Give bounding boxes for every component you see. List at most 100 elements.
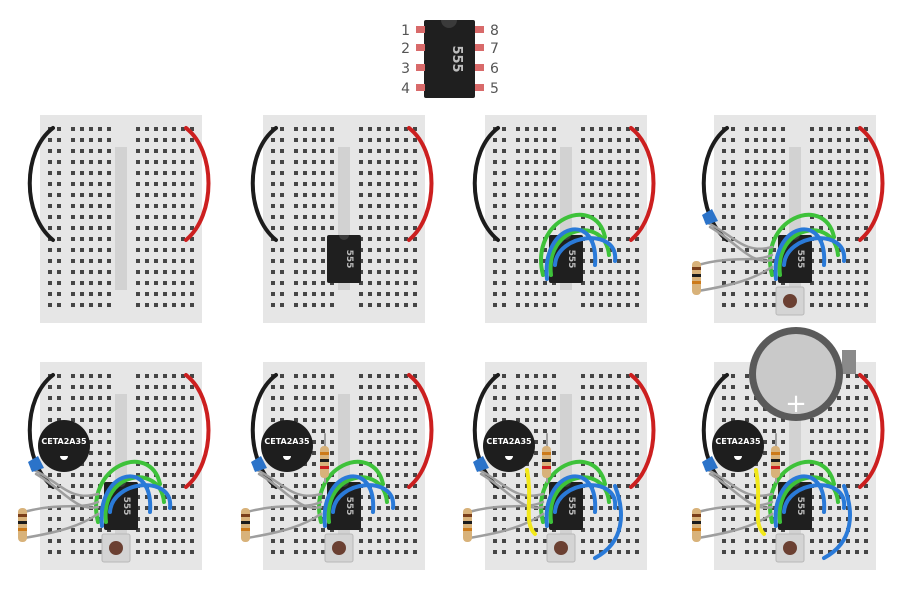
breadboard-hole	[321, 193, 325, 197]
breadboard-hole	[608, 138, 612, 142]
breadboard-hole	[71, 473, 75, 477]
resistor-band	[771, 452, 780, 455]
breadboard-hole	[377, 292, 381, 296]
breadboard-hole	[552, 138, 556, 142]
breadboard-hole	[181, 429, 185, 433]
breadboard-hole	[837, 539, 841, 543]
breadboard-hole	[145, 270, 149, 274]
breadboard-hole	[864, 484, 868, 488]
breadboard-hole	[731, 292, 735, 296]
breadboard-hole	[413, 506, 417, 510]
breadboard-hole	[581, 429, 585, 433]
breadboard-hole	[190, 385, 194, 389]
buzzer-label: CETA2A35	[41, 437, 87, 446]
breadboard-hole	[145, 215, 149, 219]
breadboard-hole	[145, 407, 149, 411]
breadboard-hole	[89, 550, 93, 554]
breadboard-hole	[855, 517, 859, 521]
breadboard-hole	[303, 418, 307, 422]
breadboard-hole	[57, 396, 61, 400]
resistor-band	[692, 267, 701, 270]
breadboard-hole	[312, 281, 316, 285]
breadboard-hole	[395, 407, 399, 411]
breadboard-hole	[516, 215, 520, 219]
breadboard-hole	[71, 182, 75, 186]
breadboard-hole	[404, 237, 408, 241]
breadboard-hole	[552, 396, 556, 400]
breadboard-hole	[145, 281, 149, 285]
breadboard-hole	[359, 462, 363, 466]
breadboard-hole	[80, 506, 84, 510]
breadboard-hole	[493, 396, 497, 400]
breadboard-hole	[502, 138, 506, 142]
breadboard-hole	[321, 281, 325, 285]
breadboard-hole	[271, 550, 275, 554]
breadboard-hole	[89, 303, 93, 307]
breadboard-hole	[294, 193, 298, 197]
breadboard-hole	[635, 127, 639, 131]
breadboard-hole	[154, 248, 158, 252]
breadboard-hole	[635, 237, 639, 241]
breadboard-hole	[359, 204, 363, 208]
breadboard-hole	[312, 528, 316, 532]
breadboard-hole	[731, 149, 735, 153]
breadboard-hole	[745, 495, 749, 499]
breadboard-hole	[321, 429, 325, 433]
breadboard-hole	[271, 539, 275, 543]
breadboard-hole	[534, 248, 538, 252]
breadboard-hole	[772, 429, 776, 433]
breadboard-hole	[98, 248, 102, 252]
breadboard-hole	[552, 292, 556, 296]
breadboard-hole	[368, 160, 372, 164]
breadboard-hole	[828, 138, 832, 142]
breadboard-hole	[772, 193, 776, 197]
buzzer-hole	[734, 456, 742, 460]
breadboard-hole	[368, 127, 372, 131]
breadboard-hole	[819, 248, 823, 252]
breadboard-hole	[368, 204, 372, 208]
breadboard-hole	[617, 385, 621, 389]
breadboard-hole	[107, 407, 111, 411]
breadboard-hole	[271, 292, 275, 296]
breadboard-hole	[837, 160, 841, 164]
breadboard-hole	[386, 374, 390, 378]
breadboard-hole	[731, 215, 735, 219]
breadboard-hole	[312, 451, 316, 455]
breadboard-hole	[493, 149, 497, 153]
breadboard-hole	[154, 193, 158, 197]
gray-lead-wire	[257, 472, 323, 509]
breadboard-hole	[386, 292, 390, 296]
breadboard-hole	[722, 303, 726, 307]
breadboard-hole	[763, 149, 767, 153]
breadboard-hole	[617, 473, 621, 477]
breadboard-hole	[368, 237, 372, 241]
ic-label: 555	[344, 250, 354, 269]
breadboard-hole	[80, 127, 84, 131]
breadboard-hole	[828, 149, 832, 153]
breadboard-hole	[368, 451, 372, 455]
breadboard-hole	[763, 473, 767, 477]
breadboard-hole	[107, 303, 111, 307]
breadboard-hole	[163, 506, 167, 510]
breadboard-hole	[608, 440, 612, 444]
breadboard-hole	[745, 484, 749, 488]
breadboard-hole	[413, 138, 417, 142]
breadboard-hole	[280, 182, 284, 186]
breadboard-hole	[271, 270, 275, 274]
breadboard-hole	[321, 506, 325, 510]
breadboard-hole	[745, 292, 749, 296]
breadboard-hole	[57, 215, 61, 219]
gray-lead-wire	[30, 467, 100, 497]
breadboard-hole	[855, 374, 859, 378]
breadboard-hole	[48, 292, 52, 296]
breadboard-hole	[294, 418, 298, 422]
breadboard-hole	[493, 303, 497, 307]
breadboard-hole	[608, 550, 612, 554]
breadboard-hole	[312, 127, 316, 131]
breadboard-hole	[294, 248, 298, 252]
breadboard-hole	[763, 495, 767, 499]
breadboard-hole	[552, 374, 556, 378]
breadboard-hole	[855, 539, 859, 543]
breadboard-hole	[626, 160, 630, 164]
breadboard-hole	[608, 259, 612, 263]
